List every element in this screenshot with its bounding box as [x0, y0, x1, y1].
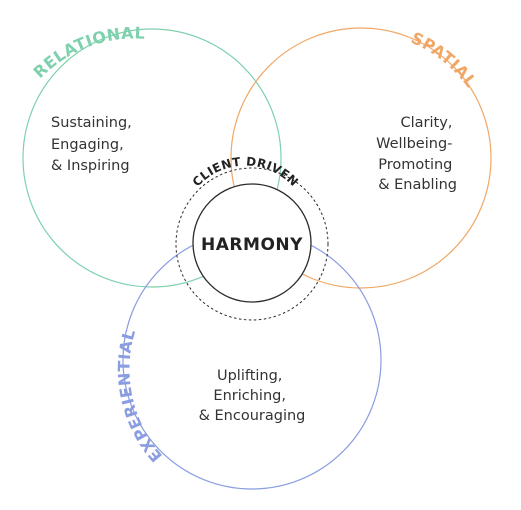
spatial-label: SPATIAL [408, 28, 480, 91]
client-driven-dashed-ring [175, 167, 329, 321]
relational-line-2: Engaging, [51, 137, 124, 153]
experiential-label-text: EXPERIENTIAL [114, 327, 165, 466]
experiential-description: Uplifting, Enriching, & Encouraging [199, 368, 306, 424]
experiential-line-2: Enriching, [213, 388, 286, 404]
experiential-label: EXPERIENTIAL [114, 327, 166, 466]
harmony-circle [192, 183, 312, 303]
spatial-line-3: Promoting [378, 157, 452, 173]
relational-label-text: RELATIONAL [30, 23, 146, 81]
spatial-description: Clarity, Wellbeing- Promoting & Enabling [376, 115, 457, 193]
spatial-line-4: & Enabling [378, 177, 457, 193]
relational-line-3: & Inspiring [51, 158, 130, 174]
spatial-label-text: SPATIAL [408, 28, 480, 91]
spatial-line-1: Clarity, [400, 115, 452, 131]
spatial-circle [230, 27, 492, 289]
relational-label: RELATIONAL [30, 23, 146, 81]
relational-description: Sustaining, Engaging, & Inspiring [51, 115, 136, 174]
spatial-line-2: Wellbeing- [376, 136, 452, 152]
experiential-line-3: & Encouraging [199, 408, 306, 424]
harmony-title: HARMONY [201, 235, 303, 255]
relational-line-1: Sustaining, [51, 115, 132, 131]
experiential-line-1: Uplifting, [217, 368, 282, 384]
relational-circle [22, 28, 282, 288]
